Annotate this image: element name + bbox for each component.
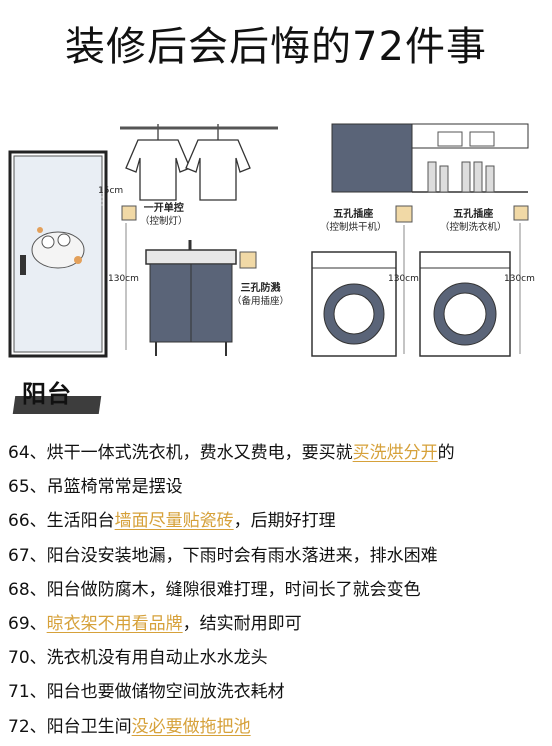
item-text-end: ，结实耐用即可 — [182, 613, 302, 634]
item-text: 65、吊篮椅常常是摆设 — [8, 477, 183, 498]
splash-socket-label: 三孔防溅 （备用插座） — [232, 282, 289, 308]
list-item: 65、吊篮椅常常是摆设 — [8, 470, 548, 504]
washer-socket-note: （控制洗衣机） — [440, 222, 507, 233]
door-icon — [8, 150, 108, 358]
dryer-socket-title: 五孔插座 — [333, 209, 374, 220]
item-text: 67、阳台没安装地漏，下雨时会有雨水落进来，排水困难 — [8, 545, 438, 566]
dimension-label: 15cm — [98, 186, 124, 196]
washer-socket-title: 五孔插座 — [453, 209, 494, 220]
switch-icon — [121, 205, 137, 221]
page-title: 装修后会后悔的72件事 — [65, 24, 487, 70]
item-highlight: 买洗烘分开 — [352, 443, 438, 463]
item-text: 69、 — [8, 613, 47, 634]
item-text: 71、阳台也要做储物空间放洗衣耗材 — [8, 682, 285, 703]
socket-icon — [239, 251, 257, 269]
list-item: 67、阳台没安装地漏，下雨时会有雨水落进来，排水困难 — [8, 539, 548, 573]
item-text: 64、烘干一体式洗衣机，费水又费电，要买就 — [8, 443, 353, 463]
item-text: 68、阳台做防腐木，缝隙很难打理，时间长了就会变色 — [8, 579, 421, 600]
section-heading: 阳台 — [12, 374, 109, 418]
list-item: 64、烘干一体式洗衣机，费水又费电，要买就买洗烘分开的 — [8, 436, 548, 470]
dimension-label: 130cm — [504, 274, 535, 284]
list-item: 66、生活阳台墙面尽量贴瓷砖，后期好打理 — [8, 504, 548, 538]
dimension-label: 130cm — [108, 274, 139, 284]
list-item: 69、晾衣架不用看品牌，结实耐用即可 — [8, 607, 548, 641]
washing-machine-icon — [419, 251, 511, 357]
clothes-rod-icon — [120, 124, 278, 201]
item-text-end: ，后期好打理 — [233, 511, 336, 532]
balcony-layout-drawing — [8, 123, 529, 358]
item-highlight: 晾衣架不用看品牌 — [46, 613, 183, 634]
section-heading-text: 阳台 — [22, 380, 72, 408]
list-item: 70、洗衣机没有用自动止水水龙头 — [8, 641, 548, 675]
storage-cabinet-icon — [331, 123, 529, 193]
list-item: 71、阳台也要做储物空间放洗衣耗材 — [8, 675, 548, 709]
socket-icon — [513, 205, 529, 221]
list-item: 68、阳台做防腐木，缝隙很难打理，时间长了就会变色 — [8, 573, 548, 607]
sink-cabinet-icon — [145, 240, 237, 356]
item-highlight: 没必要做拖把池 — [131, 716, 251, 737]
tips-list: 64、烘干一体式洗衣机，费水又费电，要买就买洗烘分开的 65、吊篮椅常常是摆设 … — [8, 436, 548, 744]
socket-icon — [395, 205, 413, 223]
item-text: 72、阳台卫生间 — [8, 716, 132, 737]
dryer-socket-note: （控制烘干机） — [320, 222, 387, 233]
item-text: 70、洗衣机没有用自动止水水龙头 — [8, 648, 268, 669]
item-text: 66、生活阳台 — [8, 511, 115, 532]
switch-label: 一开单控 （控制灯） — [140, 202, 188, 228]
splash-socket-note: （备用插座） — [232, 296, 290, 307]
item-text-end: 的 — [437, 443, 455, 463]
item-highlight: 墙面尽量贴瓷砖 — [114, 511, 234, 532]
switch-note: （控制灯） — [140, 216, 188, 227]
splash-socket-title: 三孔防溅 — [240, 283, 281, 294]
dimension-label: 130cm — [388, 274, 419, 284]
balcony-illustration: 15cm 130cm 130cm 130cm 一开单控 （控制灯） 三孔防溅 （… — [0, 110, 552, 370]
list-item: 72、阳台卫生间没必要做拖把池 — [8, 710, 548, 744]
sticker-icon — [31, 227, 85, 269]
dryer-icon — [311, 251, 397, 357]
washer-socket-label: 五孔插座 （控制洗衣机） — [440, 208, 507, 234]
switch-title: 一开单控 — [143, 203, 184, 214]
dryer-socket-label: 五孔插座 （控制烘干机） — [320, 208, 387, 234]
